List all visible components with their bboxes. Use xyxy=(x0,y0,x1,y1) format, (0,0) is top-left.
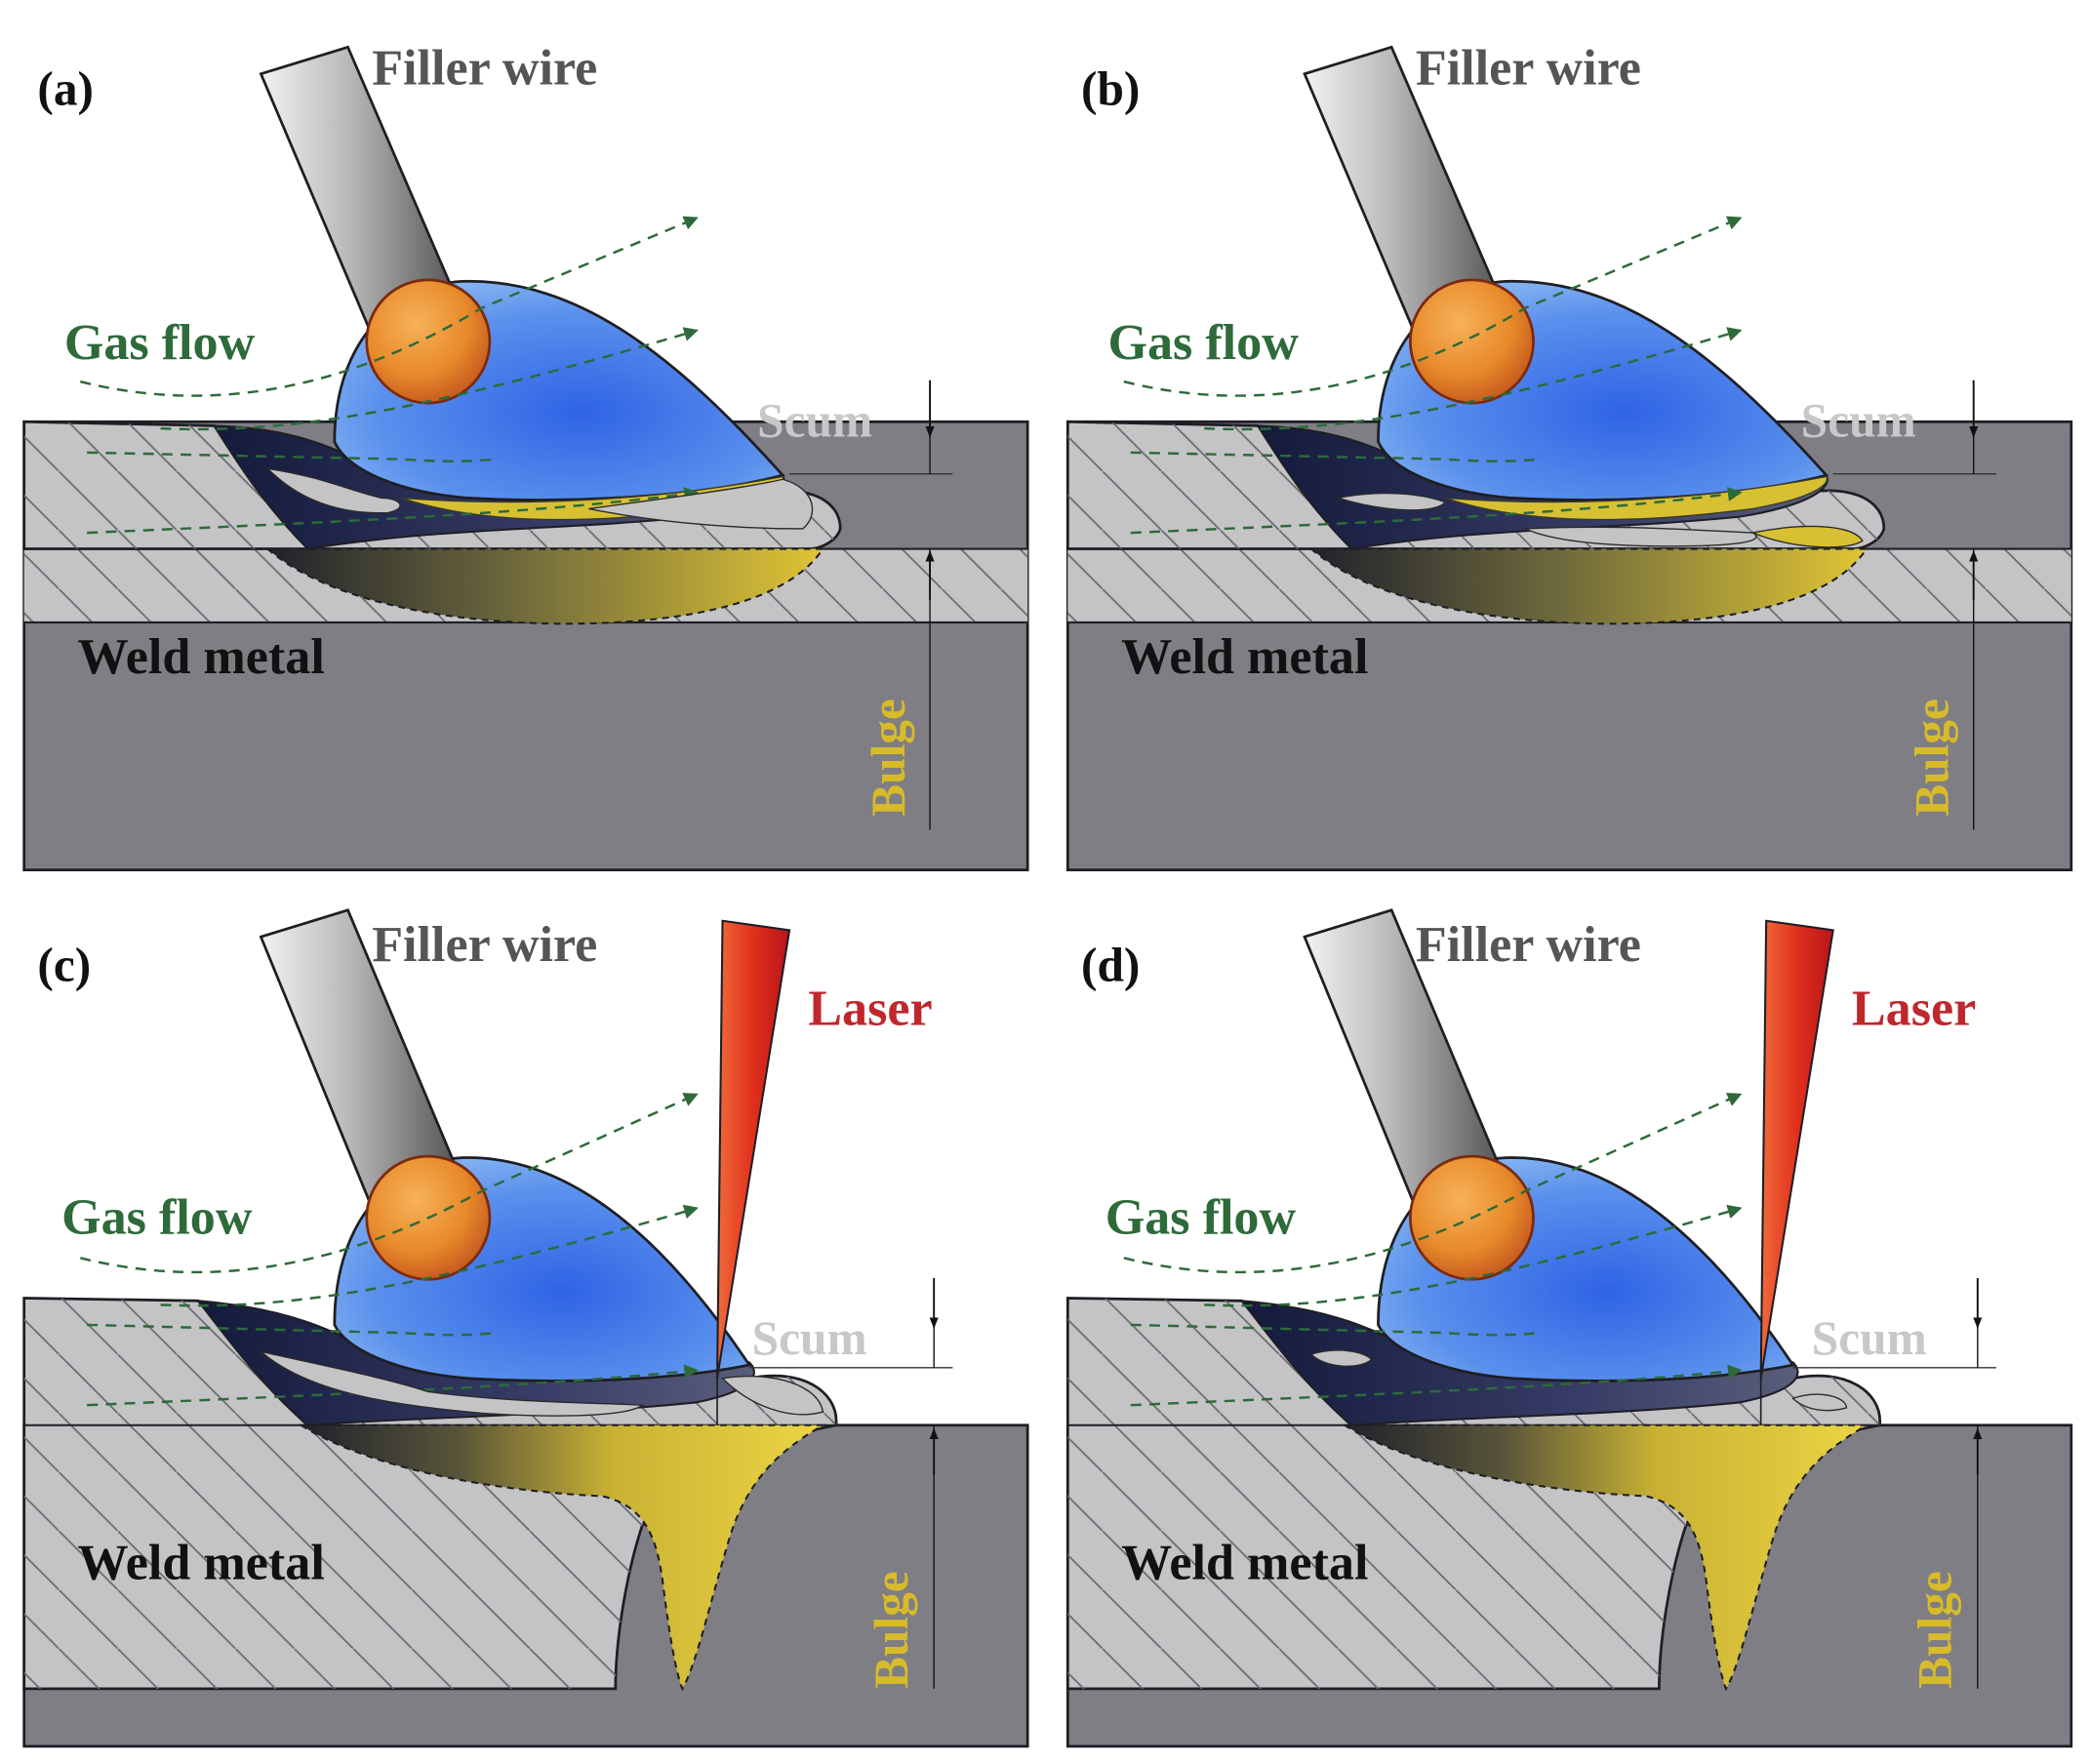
panel-b-gas-flow-label: Gas flow xyxy=(1107,315,1299,371)
panel-c-scum-label: Scum xyxy=(752,1311,867,1365)
panel-c: (c) Filler wire Laser Gas flow Scum Weld… xyxy=(24,910,1027,1746)
panel-d-gas-flow-label: Gas flow xyxy=(1105,1190,1297,1246)
panel-b-filler-wire-label: Filler wire xyxy=(1416,41,1641,97)
panel-b-scum-label: Scum xyxy=(1801,393,1916,447)
panel-d-scum-deposit xyxy=(1791,1393,1848,1412)
panel-d-filler-wire-label: Filler wire xyxy=(1416,917,1641,973)
panel-b-slag-pocket xyxy=(1338,492,1447,511)
panel-d-laser-label: Laser xyxy=(1852,982,1976,1037)
panel-a-gas-flow-label: Gas flow xyxy=(64,315,256,371)
panel-b-scum-deposit xyxy=(1750,525,1864,548)
panel-d-slag-pocket xyxy=(1309,1349,1373,1367)
panel-d-bulge-label: Bulge xyxy=(1908,1571,1961,1689)
panel-b-bulge-label: Bulge xyxy=(1906,699,1959,817)
panel-b-weld-metal-label: Weld metal xyxy=(1121,629,1368,685)
panel-a-bulge-label: Bulge xyxy=(862,699,915,817)
panel-c-filler-wire-label: Filler wire xyxy=(372,917,597,973)
panel-a-scum-deposit xyxy=(588,478,814,530)
panel-b: (b) Filler wire Gas flow Scum Weld metal… xyxy=(1067,41,2070,870)
panel-d-scum-label: Scum xyxy=(1812,1311,1927,1365)
panel-c-gas-flow-label: Gas flow xyxy=(61,1190,253,1246)
panel-a-weld-metal-label: Weld metal xyxy=(78,629,325,685)
panel-c-bulge-label: Bulge xyxy=(864,1571,918,1689)
panel-d-tag: (d) xyxy=(1081,938,1140,991)
panel-a: (a) Filler wire Gas flow Scum Weld metal… xyxy=(24,41,1027,870)
panel-a-slag-pocket xyxy=(265,467,401,514)
panel-a-tag: (a) xyxy=(37,61,94,115)
panel-c-tag: (c) xyxy=(37,938,91,991)
panel-d: (d) Filler wire Laser Gas flow Scum Weld… xyxy=(1067,910,2070,1746)
panel-c-weld-metal-label: Weld metal xyxy=(78,1535,325,1590)
panel-d-weld-metal-label: Weld metal xyxy=(1121,1535,1368,1590)
panel-b-slag-inclusion xyxy=(1525,526,1757,547)
panel-c-slag-inclusion xyxy=(260,1350,645,1417)
panel-a-scum-label: Scum xyxy=(757,393,872,447)
panel-c-scum-deposit xyxy=(721,1375,824,1416)
panel-c-laser-label: Laser xyxy=(808,982,932,1037)
panel-a-filler-wire-label: Filler wire xyxy=(372,41,597,97)
panel-b-tag: (b) xyxy=(1081,61,1140,115)
